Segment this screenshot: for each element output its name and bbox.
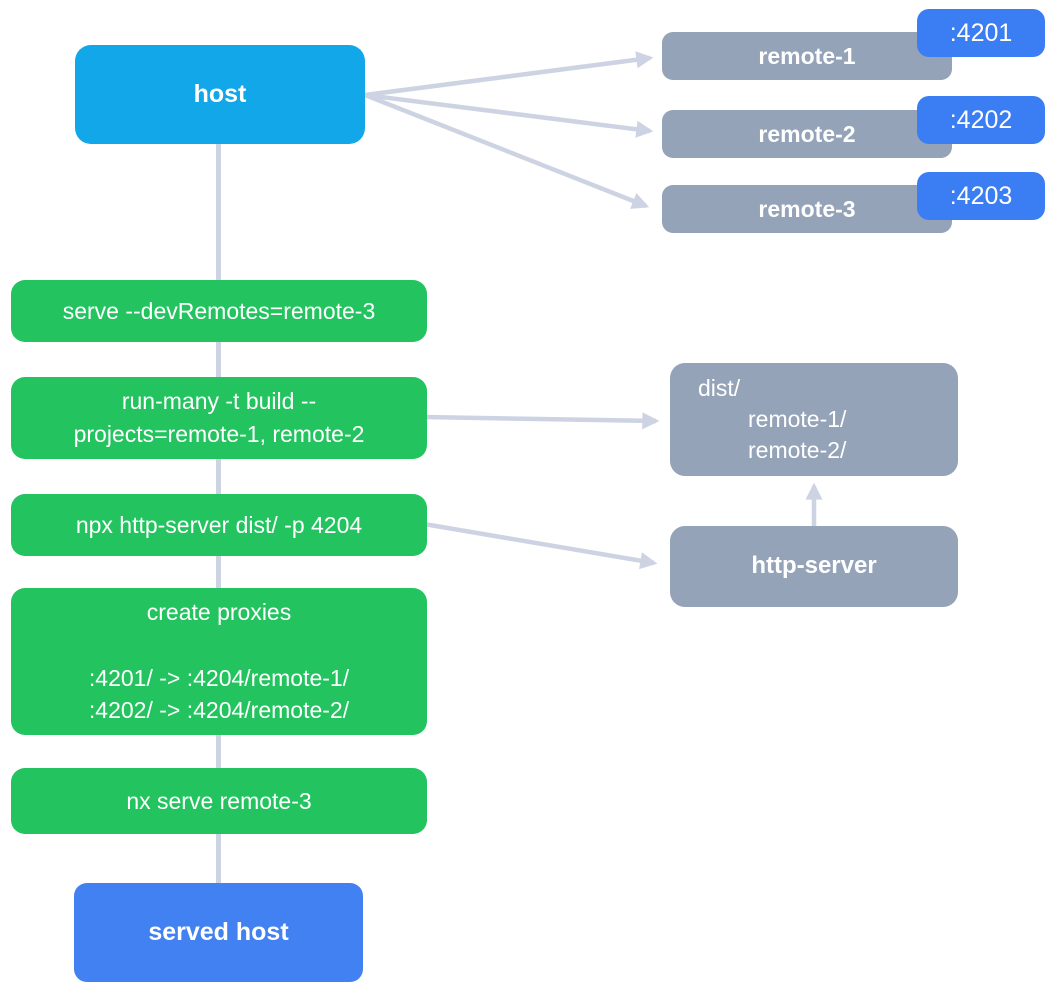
port-badge-4203: :4203 <box>917 172 1045 220</box>
edge-host-to-remote-1 <box>364 51 654 98</box>
node-remote-3: remote-3 <box>662 185 952 233</box>
remote-2-label: remote-2 <box>758 120 856 147</box>
port-badge-4201: :4201 <box>917 9 1045 57</box>
step-create-proxies-rule-1: :4201/ -> :4204/remote-1/ <box>88 664 350 691</box>
port-badge-4202-label: :4202 <box>949 105 1013 134</box>
step-run-many-build-line-1: run-many -t build -- <box>121 388 317 415</box>
edge-serve-cmd-to-http-server <box>423 521 658 570</box>
step-serve-dev-remotes-text: serve --devRemotes=remote-3 <box>62 297 376 324</box>
remote-1-label: remote-1 <box>758 42 856 69</box>
port-badge-4203-label: :4203 <box>949 181 1013 210</box>
served-host-label: served host <box>148 917 289 946</box>
step-run-many-build: run-many -t build -- projects=remote-1, … <box>11 377 427 459</box>
port-badge-4201-label: :4201 <box>949 18 1013 47</box>
step-create-proxies-rule-2: :4202/ -> :4204/remote-2/ <box>88 697 350 724</box>
edge-build-to-dist <box>423 412 660 430</box>
node-remote-2: remote-2 <box>662 110 952 158</box>
step-run-many-build-line-2: projects=remote-1, remote-2 <box>73 421 365 447</box>
edge-host-to-remote-3 <box>364 92 650 209</box>
dist-folder-remote-1: remote-1/ <box>748 406 847 432</box>
node-remote-1: remote-1 <box>662 32 952 80</box>
host-label: host <box>193 79 247 108</box>
node-served-host: served host <box>74 883 363 982</box>
step-serve-dev-remotes: serve --devRemotes=remote-3 <box>11 280 427 342</box>
node-http-server: http-server <box>670 526 958 607</box>
port-badge-4202: :4202 <box>917 96 1045 144</box>
step-nx-serve-remote-3: nx serve remote-3 <box>11 768 427 834</box>
node-dist-folder: dist/ remote-1/ remote-2/ <box>670 363 958 476</box>
http-server-label: http-server <box>751 552 877 580</box>
remote-3-label: remote-3 <box>758 195 856 222</box>
dist-folder-remote-2: remote-2/ <box>748 437 847 463</box>
dist-folder-root: dist/ <box>698 375 741 401</box>
step-npx-http-server: npx http-server dist/ -p 4204 <box>11 494 427 556</box>
step-nx-serve-remote-3-text: nx serve remote-3 <box>126 787 312 814</box>
step-npx-http-server-text: npx http-server dist/ -p 4204 <box>75 511 363 538</box>
step-create-proxies-title: create proxies <box>146 599 292 626</box>
step-create-proxies: create proxies :4201/ -> :4204/remote-1/… <box>11 588 427 735</box>
step-create-proxies-spacer <box>11 629 427 662</box>
node-host: host <box>75 45 365 144</box>
edge-host-to-remote-2 <box>364 92 654 138</box>
